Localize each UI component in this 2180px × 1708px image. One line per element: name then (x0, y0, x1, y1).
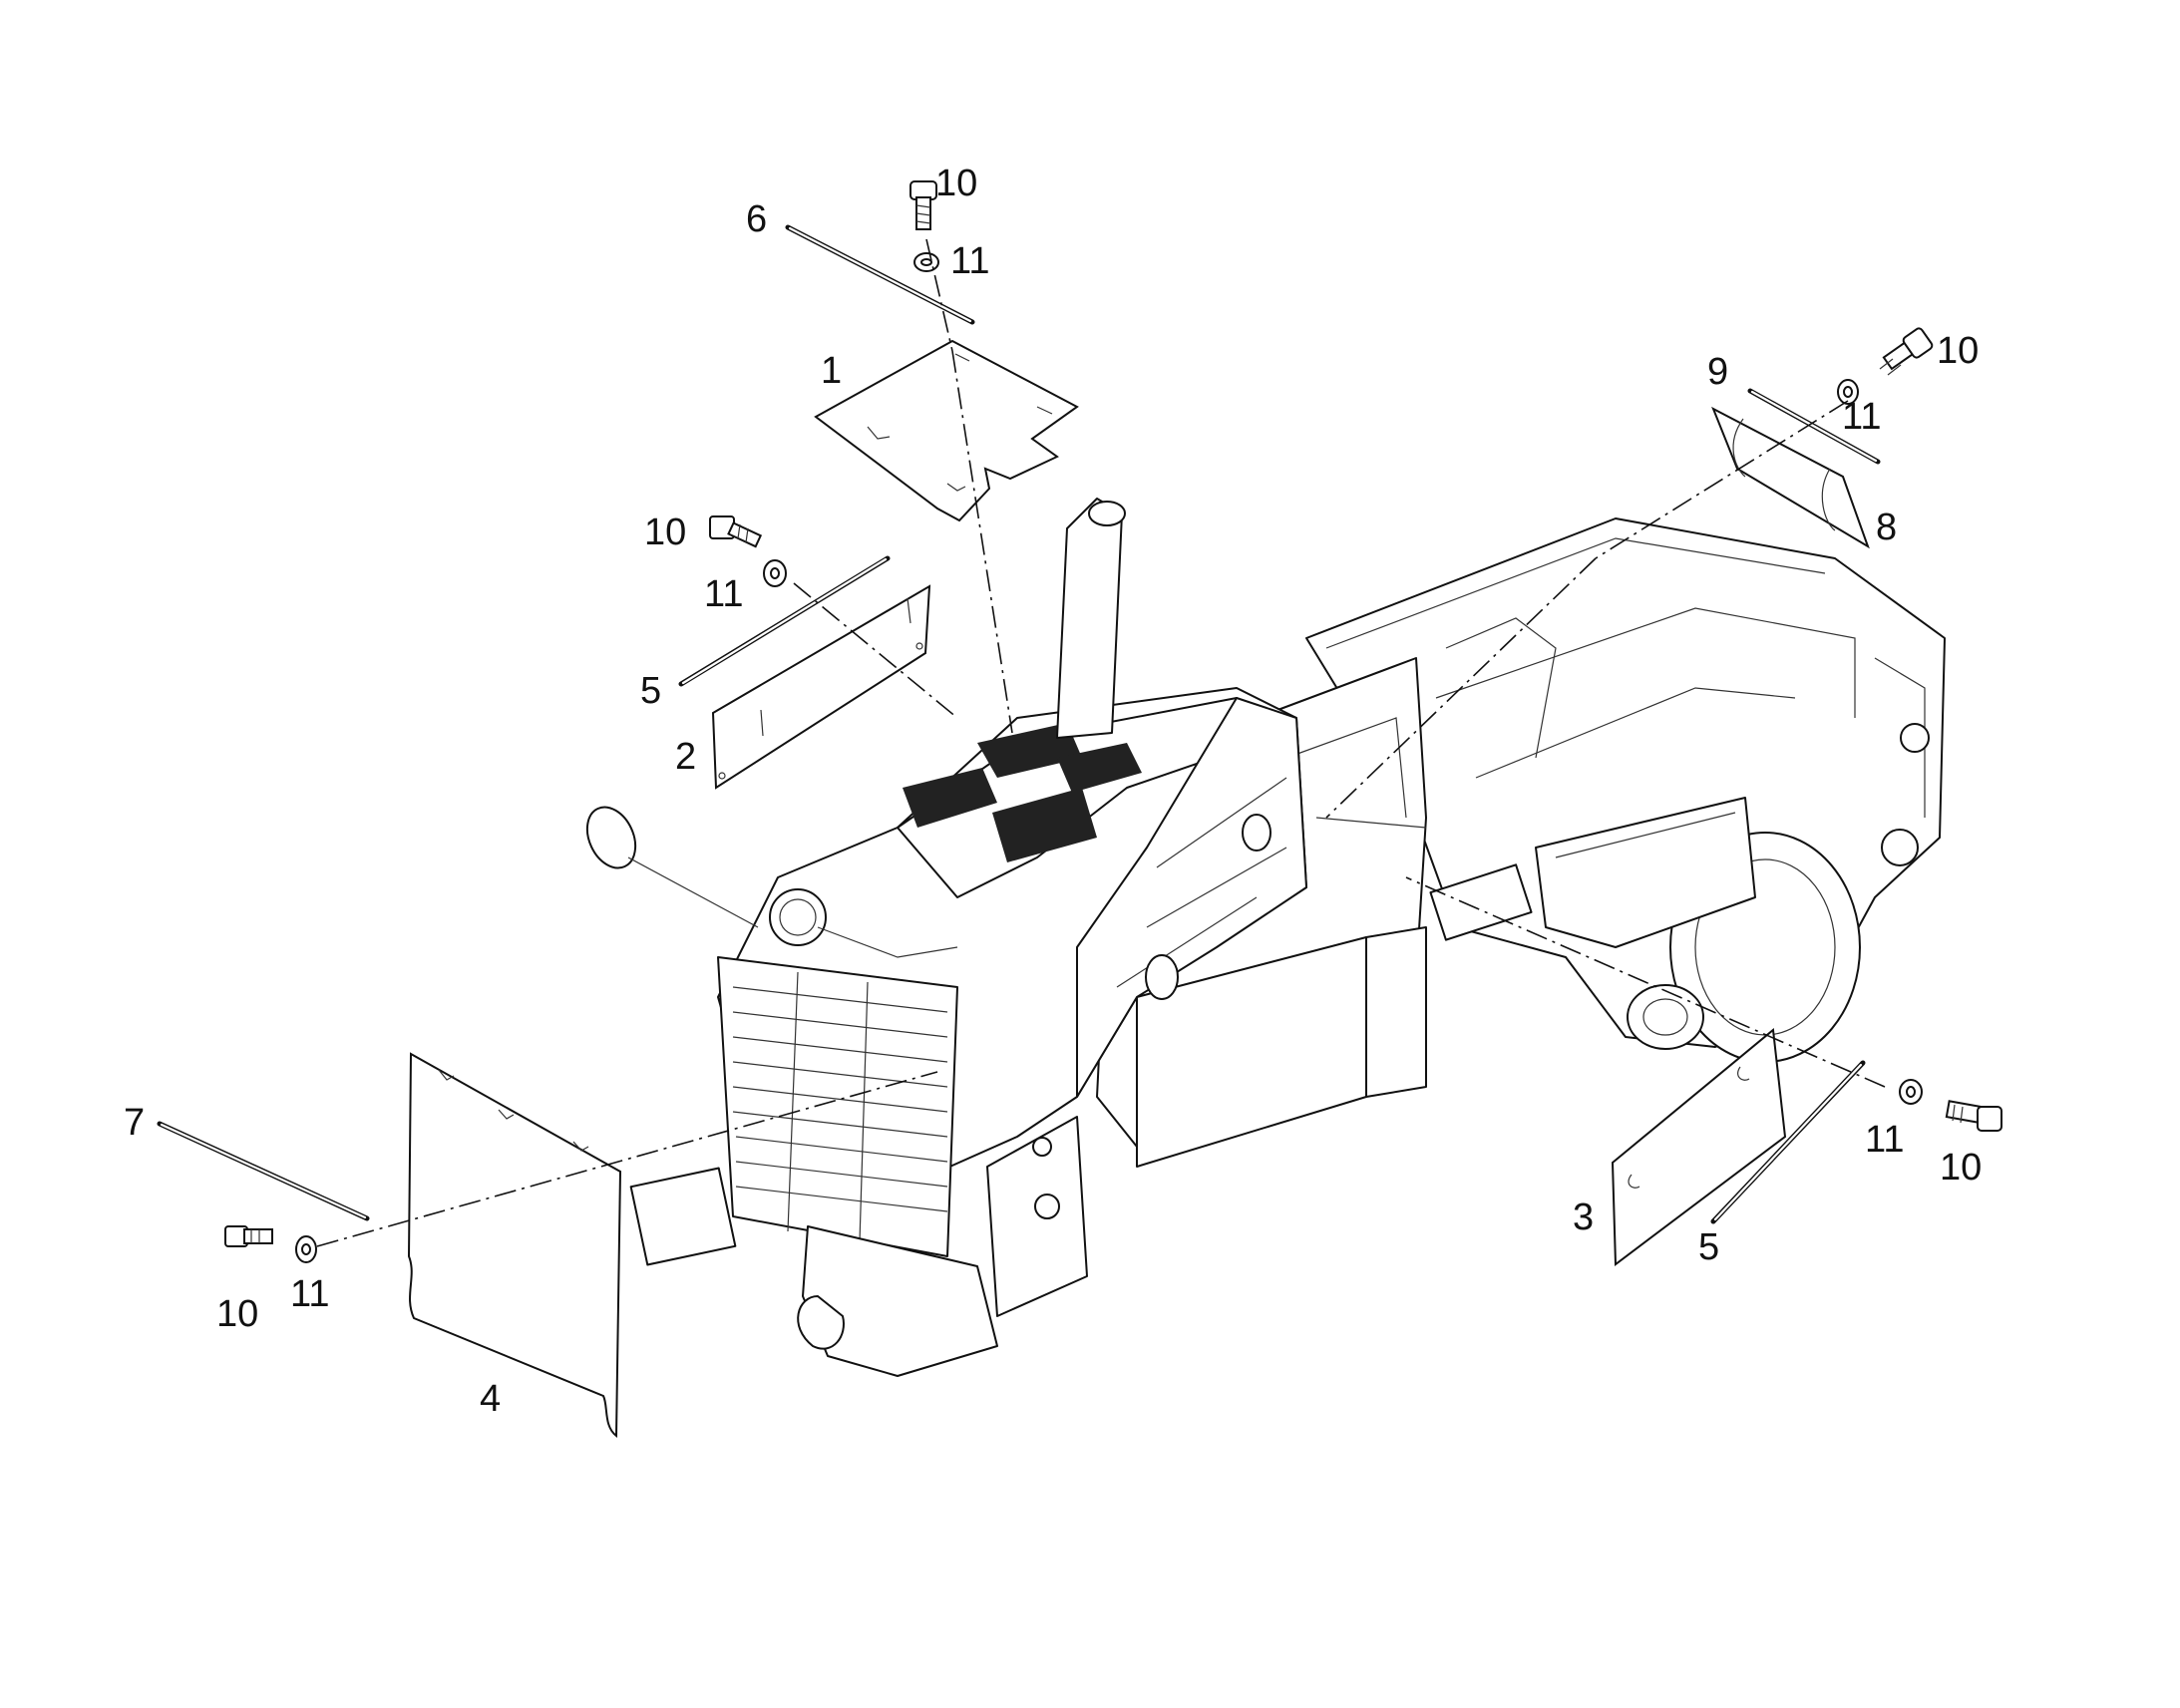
callout-9: 9 (1707, 351, 1728, 393)
callout-2: 2 (675, 736, 696, 778)
screen-part-4 (407, 1052, 622, 1439)
bolt-part-10-top (909, 180, 937, 230)
cover-plate-part-1 (814, 339, 1079, 522)
callouts: 6 10 11 1 9 10 11 8 10 11 5 2 7 10 11 4 … (124, 163, 1982, 1420)
plate-part-8 (1711, 406, 1870, 549)
callout-10: 10 (935, 163, 977, 204)
callout-3: 3 (1573, 1196, 1594, 1238)
washer-part-11-front (295, 1235, 317, 1263)
rod-part-5-right (1710, 1060, 1866, 1224)
callout-5: 5 (1698, 1226, 1719, 1268)
rod-part-9 (1747, 388, 1881, 465)
bolt-part-10-rear (1879, 327, 1934, 376)
callout-5: 5 (640, 670, 661, 712)
bolt-part-10-right (1945, 1100, 2002, 1132)
callout-11: 11 (1865, 1119, 1904, 1161)
rod-part-7 (157, 1121, 370, 1221)
rod-part-5-left (678, 555, 891, 687)
side-plate-part-3 (1611, 1028, 1787, 1266)
callout-4: 4 (480, 1378, 501, 1420)
callout-6: 6 (746, 198, 767, 240)
washer-part-11-rear (1837, 379, 1859, 405)
bolt-part-10-left (709, 515, 763, 548)
washer-part-11-left (763, 559, 787, 587)
callout-10: 10 (216, 1293, 258, 1335)
callout-1: 1 (821, 350, 842, 392)
radiator-grille-bars (732, 971, 948, 1242)
callout-10: 10 (1940, 1147, 1982, 1189)
bolt-part-10-front (224, 1225, 273, 1247)
callout-10: 10 (1937, 330, 1979, 372)
callout-7: 7 (124, 1102, 145, 1144)
callout-8: 8 (1876, 507, 1897, 548)
washer-part-11-right (1899, 1079, 1923, 1105)
callout-11: 11 (950, 240, 989, 282)
callout-10: 10 (644, 512, 686, 553)
leader-lines (316, 238, 1886, 1247)
washer-part-11-top (913, 252, 939, 272)
machine-frame (585, 498, 1946, 1377)
callout-11: 11 (1842, 396, 1881, 438)
callout-11: 11 (290, 1273, 329, 1315)
callout-11: 11 (704, 573, 743, 615)
side-plate-part-2 (711, 584, 931, 790)
rod-part-6 (785, 224, 975, 325)
